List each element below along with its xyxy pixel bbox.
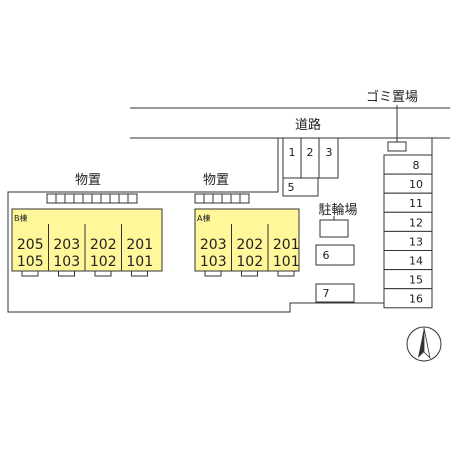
storage-unit (100, 193, 111, 204)
parking-top-group: 1 2 3 (282, 137, 339, 179)
unit-103: 103 (53, 254, 80, 270)
road-label: 道路 (295, 117, 321, 133)
bicycle-parking-box (319, 219, 349, 238)
parking-right-column: 8 10 11 12 13 14 15 16 (383, 154, 433, 309)
parking-space-5: 5 (288, 181, 295, 194)
storage-unit (73, 193, 84, 204)
storage-unit (212, 193, 223, 204)
unit-102: 102 (236, 254, 263, 270)
unit-105: 105 (17, 254, 44, 270)
building-b-outline (11, 208, 163, 272)
unit-205: 205 (17, 237, 44, 253)
parking-space-7: 7 (323, 287, 330, 300)
parking-space-15: 15 (409, 274, 423, 287)
storage-unit (46, 193, 57, 204)
parking-space-box (383, 173, 433, 194)
parking-space-16: 16 (409, 293, 423, 306)
parking-space-1: 1 (289, 146, 296, 159)
storage-right-label: 物置 (203, 173, 229, 188)
parking-top-frame (282, 137, 339, 179)
parking-space-box (383, 269, 433, 290)
parking-6-box (315, 244, 355, 266)
unit-202: 202 (236, 237, 263, 253)
parking-space-10: 10 (409, 178, 423, 191)
parking-space-box (383, 288, 433, 309)
storage-left-label: 物置 (75, 173, 101, 188)
balcony-step (131, 270, 148, 277)
unit-203: 203 (53, 237, 80, 253)
parking-space-6: 6 (323, 249, 330, 262)
parking-7-box (315, 283, 355, 303)
parking-space-11: 11 (409, 197, 423, 210)
balcony-step (94, 270, 112, 277)
balcony-step (204, 270, 222, 277)
storage-unit (194, 193, 205, 204)
storage-unit (230, 193, 241, 204)
parking-5-box (282, 177, 319, 197)
unit-201: 201 (126, 237, 153, 253)
parking-space-12: 12 (409, 216, 423, 229)
unit-202: 202 (90, 237, 117, 253)
building-a-outline (194, 208, 300, 272)
north-arrow-icon (406, 326, 442, 362)
balcony-step (241, 270, 258, 277)
garbage-station-box (387, 141, 407, 152)
parking-space-13: 13 (409, 235, 423, 248)
parking-space-box (383, 211, 433, 232)
garbage-label: ゴミ置場 (366, 89, 418, 105)
unit-203: 203 (200, 237, 227, 253)
parking-space-3: 3 (326, 146, 333, 159)
storage-unit (118, 193, 129, 204)
storage-left-units (46, 193, 138, 204)
unit-101: 101 (273, 254, 300, 270)
parking-space-14: 14 (409, 255, 423, 268)
parking-space-box (383, 192, 433, 213)
storage-unit (82, 193, 93, 204)
storage-unit (239, 193, 250, 204)
building-b-name: B棟 (14, 213, 28, 223)
storage-unit (109, 193, 120, 204)
storage-unit (55, 193, 66, 204)
unit-101: 101 (126, 254, 153, 270)
unit-201: 201 (273, 237, 300, 253)
storage-unit (221, 193, 232, 204)
parking-space-2: 2 (307, 146, 314, 159)
balcony-step (58, 270, 75, 277)
storage-right-units (194, 193, 250, 204)
bicycle-parking-label: 駐輪場 (318, 202, 357, 218)
storage-unit (127, 193, 138, 204)
balcony-step (21, 270, 39, 277)
parking-space-box (383, 250, 433, 271)
unit-102: 102 (90, 254, 117, 270)
storage-unit (64, 193, 75, 204)
unit-103: 103 (200, 254, 227, 270)
storage-unit (91, 193, 102, 204)
parking-space-box (383, 230, 433, 251)
storage-unit (203, 193, 214, 204)
balcony-step (277, 270, 295, 277)
parking-space-8: 8 (413, 159, 420, 172)
building-a-name: A棟 (197, 213, 210, 223)
parking-space-box (383, 154, 433, 175)
